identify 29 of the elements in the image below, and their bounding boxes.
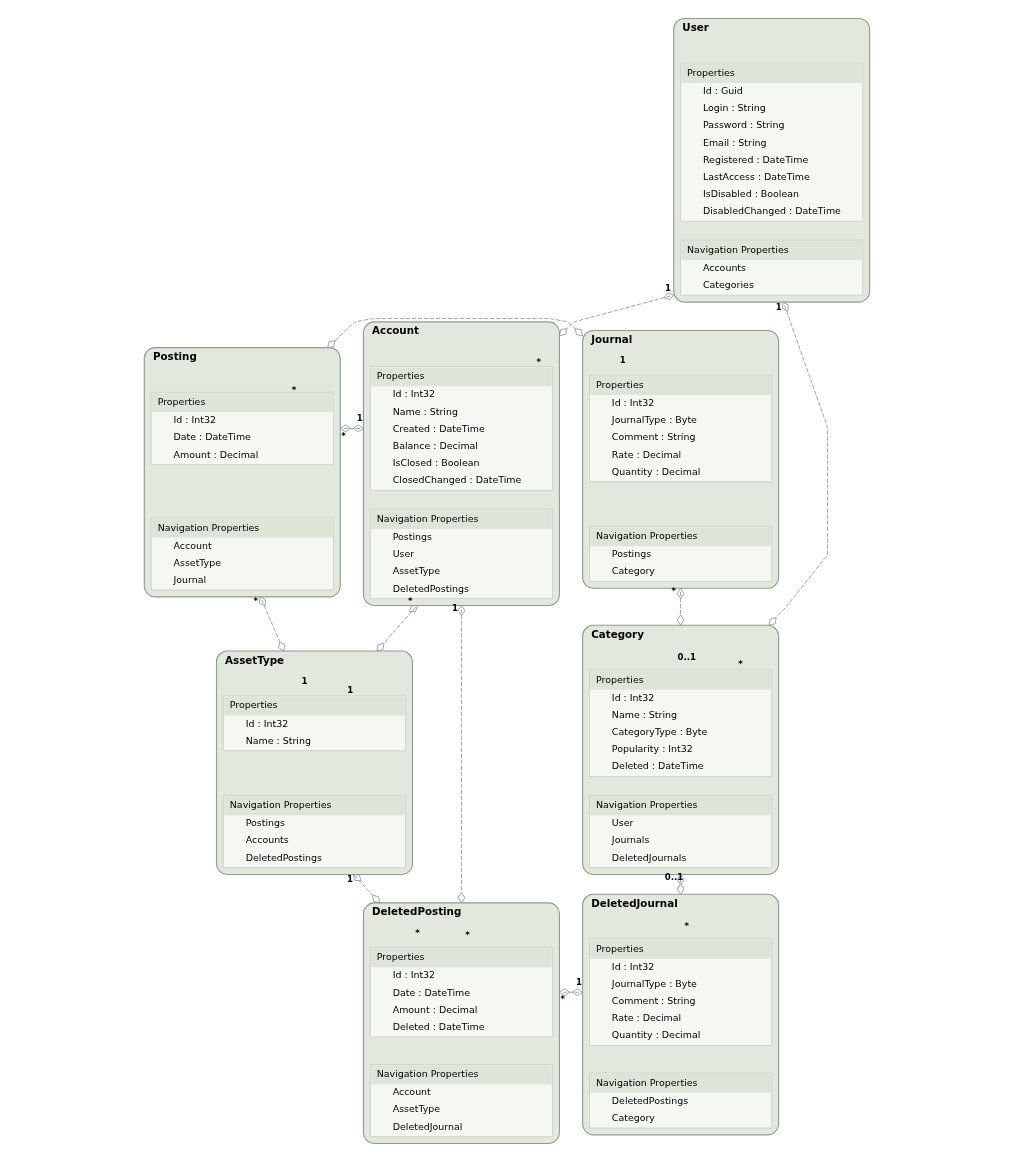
label: * — [560, 994, 565, 1005]
connector — [676, 587, 684, 626]
connector — [339, 424, 364, 433]
connector — [676, 874, 684, 895]
label: * — [340, 430, 346, 441]
label: * — [464, 929, 470, 940]
connector — [258, 596, 285, 652]
label: * — [536, 356, 541, 367]
label: 1 — [356, 412, 363, 423]
label: * — [683, 920, 689, 931]
label: 1 — [346, 873, 353, 884]
connector — [558, 988, 583, 997]
connector — [457, 605, 465, 904]
label: 1 — [300, 676, 307, 687]
label: 0..1 — [677, 651, 696, 662]
connector — [376, 605, 418, 652]
label: 1 — [575, 976, 582, 987]
label: * — [671, 586, 676, 597]
label: 1 — [619, 354, 626, 365]
connector — [558, 292, 674, 336]
connector — [326, 318, 583, 349]
connector — [352, 874, 380, 904]
label: * — [253, 596, 258, 607]
label: * — [414, 928, 420, 939]
label: * — [407, 596, 413, 607]
connector — [768, 301, 828, 626]
label: 1 — [775, 301, 782, 312]
label: 1 — [664, 283, 671, 294]
label: * — [737, 659, 743, 670]
